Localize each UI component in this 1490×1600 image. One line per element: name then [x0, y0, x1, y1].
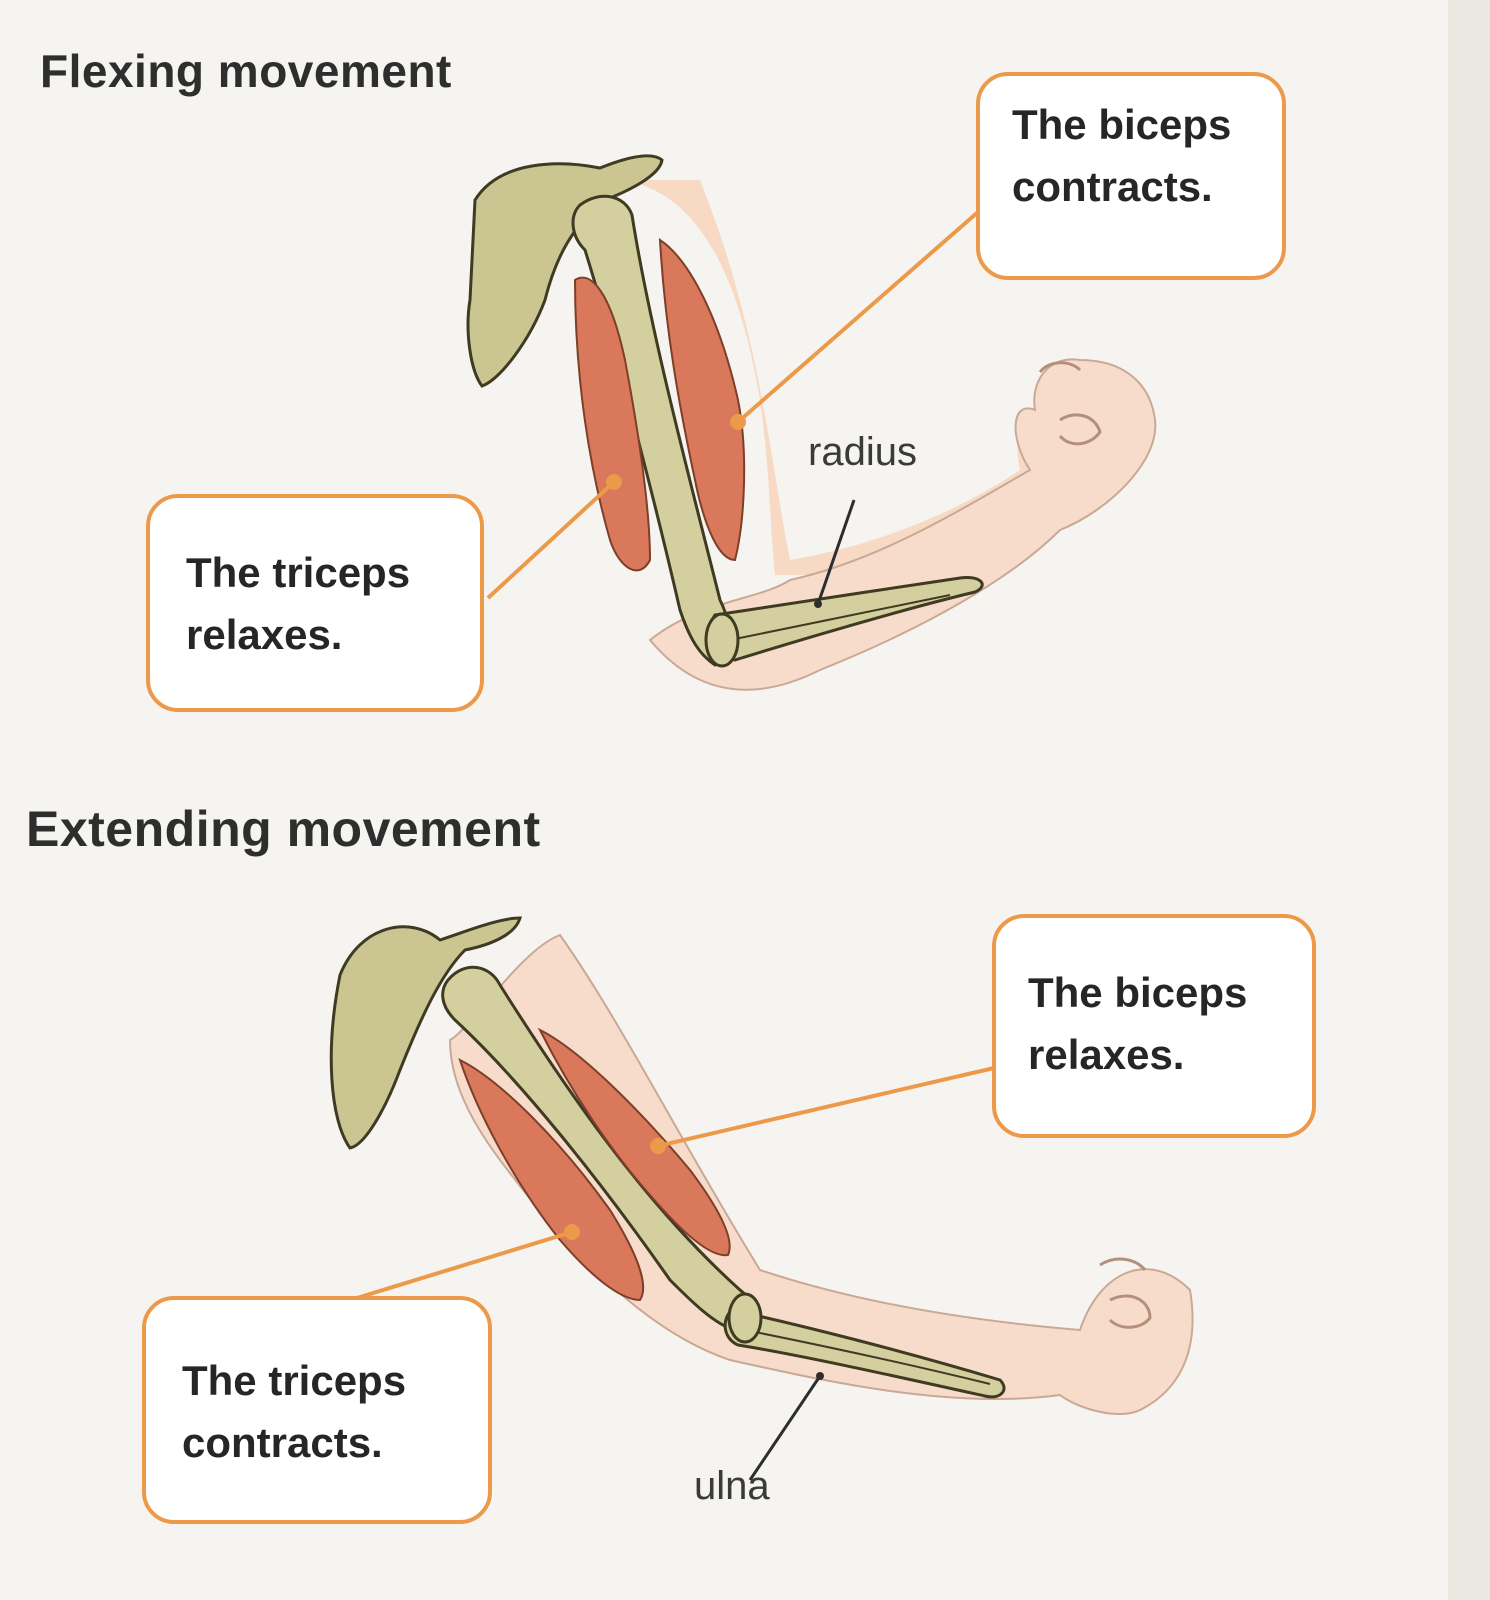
flexing-triceps-callout: The triceps relaxes.	[146, 494, 484, 712]
ulna-label: ulna	[694, 1464, 770, 1508]
extending-triceps-callout: The triceps contracts.	[142, 1296, 492, 1524]
flexing-leader-lines	[486, 210, 980, 608]
flexing-heading: Flexing movement	[40, 45, 452, 97]
extending-biceps-callout-line1: The biceps	[1028, 969, 1248, 1016]
radius-label: radius	[808, 430, 917, 474]
flexing-biceps-callout: The biceps contracts.	[976, 72, 1286, 280]
extending-biceps-callout-line2: relaxes.	[1028, 1031, 1185, 1078]
flexing-triceps-callout-line2: relaxes.	[186, 611, 343, 658]
extending-triceps-callout-line1: The triceps	[182, 1357, 407, 1404]
extending-biceps-callout: The biceps relaxes.	[992, 914, 1316, 1138]
extending-triceps-callout-line2: contracts.	[182, 1419, 383, 1466]
flexing-biceps-callout-line2: contracts.	[1012, 163, 1213, 210]
flexing-triceps-callout-line1: The triceps	[186, 549, 411, 596]
extending-leader-lines	[343, 1066, 995, 1481]
flexing-biceps-callout-line1: The biceps	[1012, 101, 1232, 148]
extended-arm-illustration	[329, 916, 1194, 1416]
extending-heading: Extending movement	[26, 801, 541, 857]
flexed-arm-illustration	[466, 154, 1157, 691]
